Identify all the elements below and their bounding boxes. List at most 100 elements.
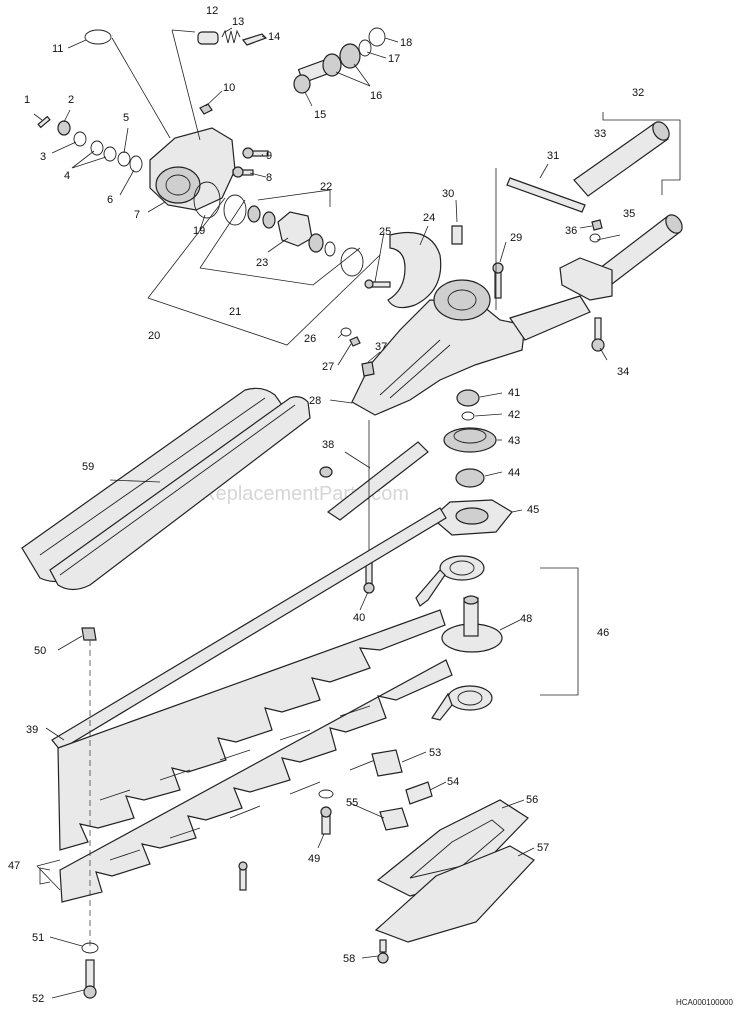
- part-23-bevel-gear: [277, 211, 313, 247]
- callout-9: 9: [266, 150, 272, 162]
- part-30-grease-fitting: [451, 225, 463, 245]
- callout-26: 26: [304, 333, 316, 345]
- part-44-bearing: [455, 468, 485, 488]
- part-56-guide-plate: [376, 799, 529, 897]
- callout-42: 42: [508, 409, 520, 421]
- part-37-nut: [361, 361, 375, 377]
- callout-48: 48: [520, 613, 532, 625]
- callout-3: 3: [40, 151, 46, 163]
- callout-1: 1: [24, 94, 30, 106]
- part-10-nut: [199, 103, 213, 115]
- callout-55: 55: [346, 797, 358, 809]
- part-47-upper-slots: [99, 705, 371, 801]
- part-28-gear-housing: [351, 299, 526, 416]
- part-17-washer: [358, 39, 372, 57]
- callout-57: 57: [537, 842, 549, 854]
- callout-36: 36: [565, 225, 577, 237]
- part-42-ring: [461, 411, 475, 421]
- bracket-32: [602, 112, 681, 195]
- part-51-washer: [81, 942, 99, 954]
- bracket-46: [540, 567, 579, 696]
- part-50-nut: [81, 627, 97, 641]
- callout-44: 44: [508, 467, 520, 479]
- part-57-cover-plate: [374, 845, 535, 943]
- part-43-gear-hub: [453, 428, 487, 444]
- callout-13: 13: [232, 16, 244, 28]
- callout-40: 40: [353, 612, 365, 624]
- bracket-20: [147, 197, 381, 346]
- callout-10: 10: [223, 82, 235, 94]
- part-12-sleeve: [197, 31, 219, 45]
- part-16-bearing-a: [322, 53, 342, 77]
- callout-4: 4: [64, 170, 70, 182]
- callout-15: 15: [314, 109, 326, 121]
- part-59-blade-cover: [21, 387, 311, 591]
- callout-47: 47: [8, 860, 20, 872]
- part-28-housing-cap: [433, 279, 491, 321]
- part-32-handle-bracket: [559, 257, 613, 301]
- part-36-nut: [591, 219, 603, 231]
- callout-23: 23: [256, 257, 268, 269]
- part-27-nut: [349, 336, 361, 347]
- leader-lines: [33, 27, 621, 999]
- part-41-bearing: [456, 389, 480, 407]
- callout-45: 45: [527, 504, 539, 516]
- part-2-nut: [57, 120, 71, 136]
- part-4-washer-a: [90, 140, 104, 156]
- callout-25: 25: [379, 226, 391, 238]
- part-14-pin: [241, 33, 268, 46]
- callout-5: 5: [123, 112, 129, 124]
- part-47-lower-blade: [59, 659, 453, 903]
- callout-43: 43: [508, 435, 520, 447]
- gear-case-assembly: [37, 27, 386, 346]
- part-19-o-ring-b: [223, 194, 247, 226]
- callout-49: 49: [308, 853, 320, 865]
- callout-27: 27: [322, 361, 334, 373]
- part-3-washer: [73, 131, 87, 147]
- drive-assembly: [319, 389, 579, 721]
- callout-58: 58: [343, 953, 355, 965]
- callout-51: 51: [32, 932, 44, 944]
- part-29-bolt: [492, 262, 504, 299]
- callout-34: 34: [617, 366, 629, 378]
- part-16-bearing-b: [339, 43, 361, 69]
- callout-32: 32: [632, 87, 644, 99]
- part-48-crank: [441, 595, 503, 653]
- part-33-tube-end: [652, 121, 670, 141]
- part-47-upper-blade: [57, 609, 446, 851]
- callout-53: 53: [429, 747, 441, 759]
- callout-8: 8: [266, 172, 272, 184]
- callout-17: 17: [388, 53, 400, 65]
- part-33-tube: [573, 122, 669, 197]
- callout-50: 50: [34, 645, 46, 657]
- part-54-pin: [405, 781, 433, 805]
- callout-28: 28: [309, 395, 321, 407]
- callout-31: 31: [547, 150, 559, 162]
- part-11-o-ring: [84, 29, 112, 45]
- drawing-code: HCA000100000: [676, 998, 733, 1007]
- part-19-o-ring: [193, 181, 221, 219]
- part-22-bearing-c: [308, 233, 324, 253]
- lower-fasteners: [81, 627, 535, 999]
- callout-54: 54: [447, 776, 459, 788]
- callout-6: 6: [107, 194, 113, 206]
- part-7-bore: [155, 166, 201, 204]
- callout-2: 2: [68, 94, 74, 106]
- part-35-washer: [589, 233, 601, 243]
- part-4-washer-b: [103, 146, 117, 162]
- part-46-connecting-rod-lower: [431, 685, 493, 721]
- part-45-flange-bore: [455, 507, 489, 525]
- callout-37: 37: [375, 341, 387, 353]
- callout-38: 38: [322, 439, 334, 451]
- callout-46: 46: [597, 627, 609, 639]
- callout-35: 35: [623, 208, 635, 220]
- part-9-bolt: [242, 147, 269, 159]
- part-47-lower-slots: [109, 757, 381, 861]
- part-22-bearing-b: [262, 211, 276, 229]
- callout-21: 21: [229, 306, 241, 318]
- part-18-circlip: [368, 27, 386, 47]
- callout-24: 24: [423, 212, 435, 224]
- part-38-guide-plate: [326, 441, 429, 521]
- part-22-washer: [324, 241, 336, 257]
- part-5-washer: [117, 151, 131, 167]
